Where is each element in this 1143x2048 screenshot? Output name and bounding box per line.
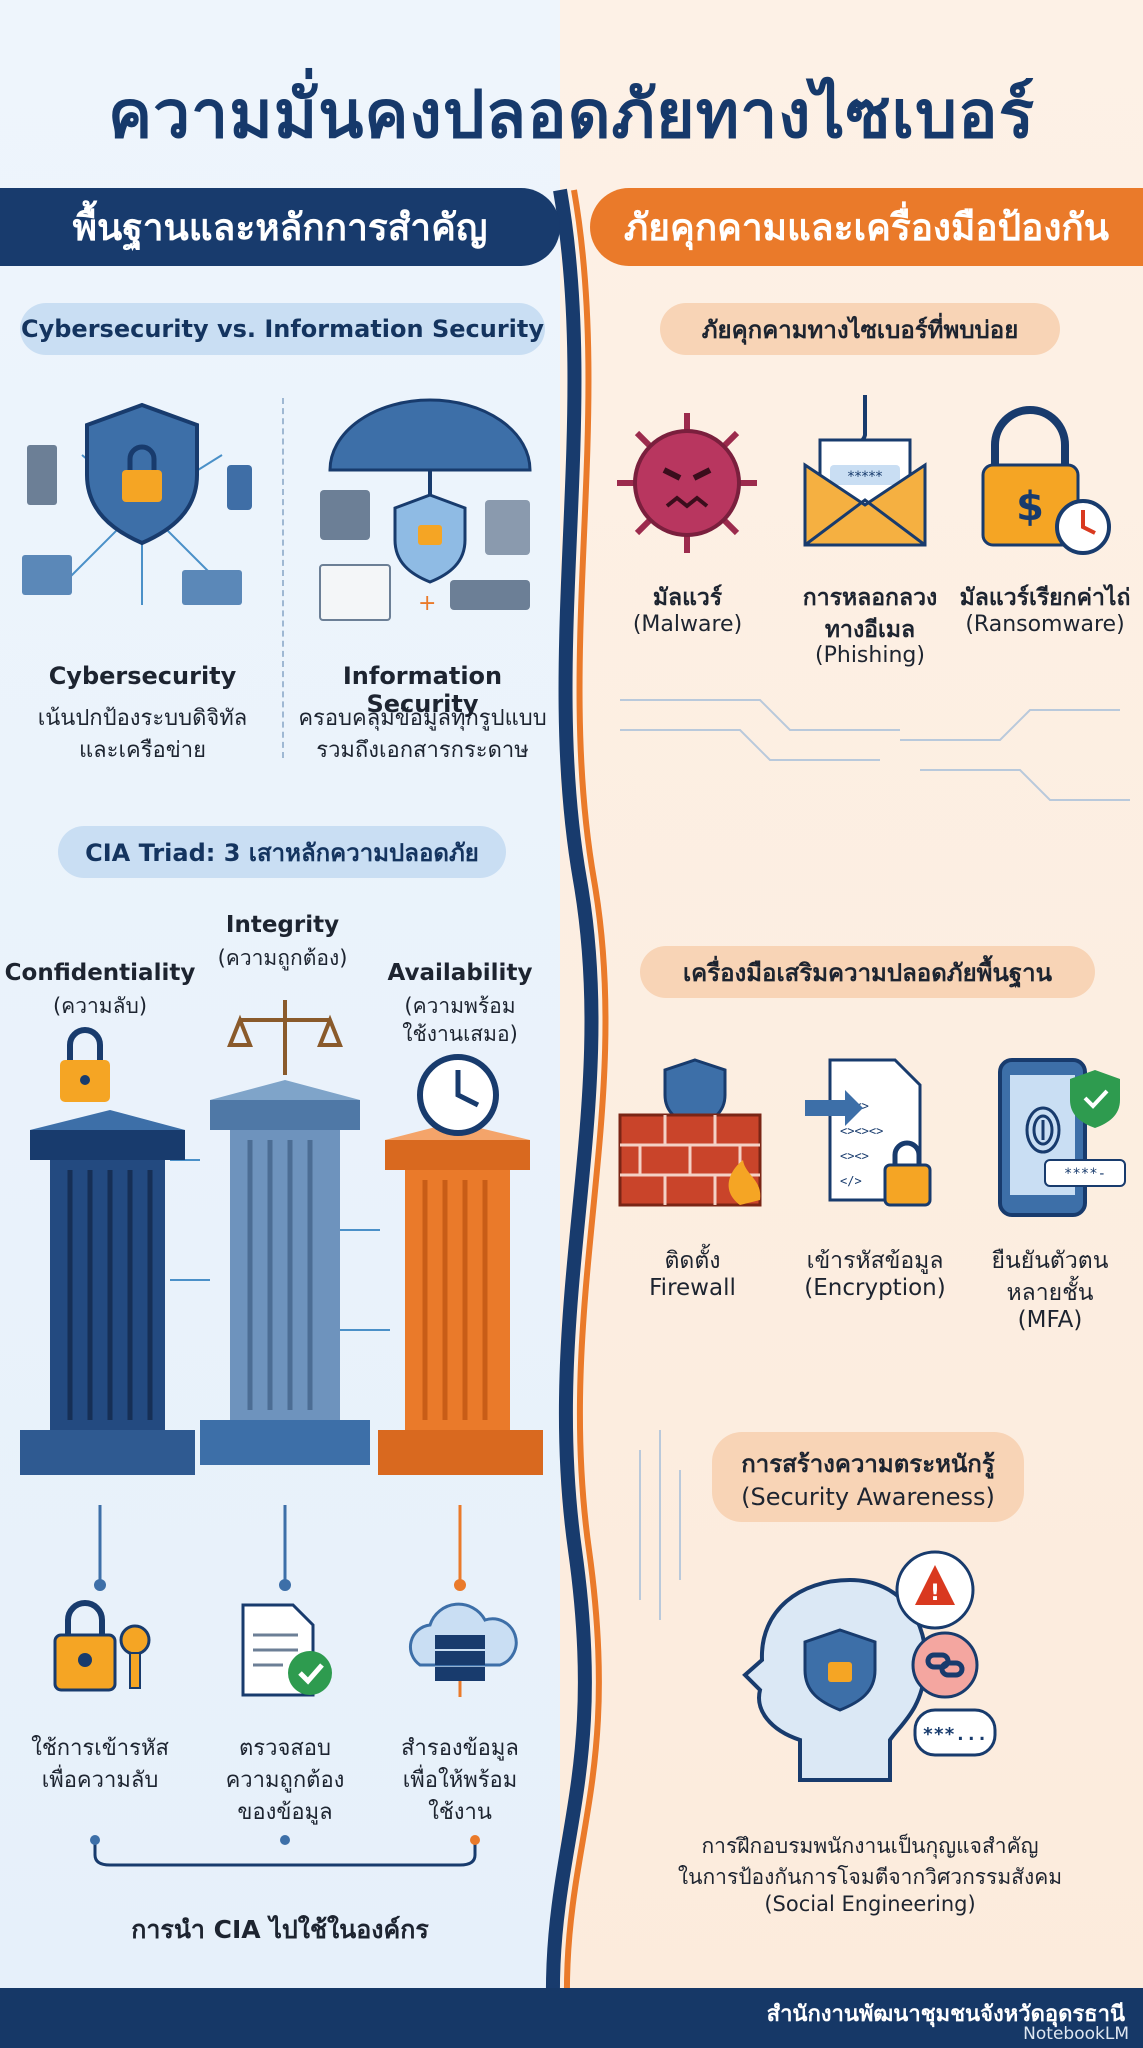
apply-1-line1: ใช้การเข้ารหัส: [31, 1736, 169, 1761]
svg-text:<><><>: <><><>: [840, 1124, 883, 1138]
page-title: ความมั่นคงปลอดภัยทางไซเบอร์: [107, 76, 1036, 153]
integrity-label: Integrity: [225, 912, 340, 938]
awareness-head-icon: ! ***...: [742, 1550, 997, 1782]
apply-bracket: [90, 1835, 480, 1867]
apply-3-line1: สำรองข้อมูล: [401, 1736, 519, 1761]
compare-pill: Cybersecurity vs. Information Security: [20, 303, 545, 355]
firewall-icon: [618, 1058, 762, 1207]
cyber-title: Cybersecurity: [48, 662, 237, 690]
svg-text:****-: ****-: [1064, 1166, 1106, 1182]
lock-key-icon: [53, 1600, 151, 1692]
footer-bar: [0, 1988, 1143, 2048]
confidentiality-sub: (ความลับ): [52, 994, 148, 1018]
availability-label: Availability: [387, 960, 533, 986]
tool-3-line3: (MFA): [1017, 1307, 1083, 1333]
awareness-desc-1: การฝึกอบรมพนักงานเป็นกุญแจสำคัญ: [701, 1834, 1039, 1858]
umbrella-shield-icon: +: [319, 398, 532, 621]
tool-1-line1: ติดตั้ง: [664, 1248, 721, 1274]
tools-pill: เครื่องมือเสริมความปลอดภัยพื้นฐาน: [640, 946, 1095, 998]
svg-text:$: $: [1016, 484, 1044, 530]
availability-pillar: [378, 1054, 543, 1475]
threat-3-th: มัลแวร์เรียกค่าไถ่: [959, 585, 1131, 611]
document-check-icon: [241, 1603, 332, 1697]
availability-sub-2: ใช้งานเสมอ): [402, 1022, 518, 1046]
cyber-desc-1: เน้นปกป้องระบบดิจิทัล: [37, 706, 248, 731]
network-shield-icon: [22, 402, 252, 605]
right-section-header: ภัยคุกคามและเครื่องมือป้องกัน: [590, 188, 1143, 266]
infosec-desc-1: ครอบคลุมข้อมูลทุกรูปแบบ: [298, 706, 547, 731]
malware-virus-icon: [617, 413, 757, 553]
threat-2-th: การหลอกลวง: [802, 585, 938, 611]
apply-2-line3: ของข้อมูล: [237, 1800, 333, 1825]
infosec-title: Information Security: [342, 662, 503, 718]
cia-pillars-illustration: [20, 1000, 543, 1475]
awareness-desc-3: (Social Engineering): [764, 1892, 976, 1916]
awareness-password-mask: ***...: [922, 1724, 987, 1745]
apply-2-line2: ความถูกต้อง: [225, 1768, 345, 1793]
confidentiality-label: Confidentiality: [4, 960, 196, 986]
apply-3-line2: เพื่อให้พร้อม: [402, 1768, 518, 1793]
footer-org: สำนักงานพัฒนาชุมชนจังหวัดอุดรธานี: [766, 2002, 1125, 2027]
left-section-header: พื้นฐานและหลักการสำคัญ: [0, 188, 560, 266]
cloud-backup-icon: [409, 1602, 518, 1697]
svg-text:+: +: [418, 591, 436, 616]
mfa-phone-icon: ****-: [998, 1058, 1126, 1217]
svg-text:!: !: [930, 1581, 940, 1606]
threat-2-th2: ทางอีเมล: [824, 617, 916, 643]
integrity-sub: (ความถูกต้อง): [217, 946, 348, 970]
threat-1-th: มัลแวร์: [652, 585, 723, 611]
apply-1-line2: เพื่อความลับ: [41, 1768, 159, 1793]
availability-sub-1: (ความพร้อม: [404, 994, 516, 1018]
tool-3-line1: ยืนยันตัวตน: [991, 1248, 1109, 1274]
cia-connectors: [94, 1505, 466, 1591]
apply-3-line3: ใช้งาน: [428, 1800, 492, 1825]
ransomware-lock-icon: $: [981, 406, 1111, 555]
threat-2-en: (Phishing): [815, 643, 925, 668]
svg-text:</>: </>: [840, 1174, 862, 1188]
tool-3-line2: หลายชั้น: [1006, 1280, 1094, 1306]
svg-text:<><>: <><>: [840, 1149, 869, 1163]
infosec-desc-2: รวมถึงเอกสารกระดาษ: [316, 738, 529, 763]
brand-label: NotebookLM: [1023, 2024, 1129, 2044]
apply-label: การนำ CIA ไปใช้ในองค์กร: [131, 1915, 429, 1944]
threat-3-en: (Ransomware): [965, 612, 1125, 637]
encryption-document-icon: <><><><><><><></>: [805, 1058, 932, 1207]
awareness-title: การสร้างความตระหนักรู้: [741, 1449, 995, 1478]
phishing-password-mask: *****: [848, 469, 883, 485]
integrity-pillar: [200, 1000, 370, 1465]
tool-1-line2: Firewall: [649, 1275, 736, 1301]
cyber-desc-2: และเครือข่าย: [78, 738, 207, 763]
awareness-desc-2: ในการป้องกันการโจมตีจากวิศวกรรมสังคม: [677, 1865, 1063, 1889]
apply-2-line1: ตรวจสอบ: [239, 1736, 331, 1761]
awareness-pill: การสร้างความตระหนักรู้ (Security Awarene…: [712, 1432, 1024, 1522]
tool-2-line1: เข้ารหัสข้อมูล: [806, 1248, 944, 1274]
cia-pill: CIA Triad: 3 เสาหลักความปลอดภัย: [58, 826, 506, 878]
threats-pill: ภัยคุกคามทางไซเบอร์ที่พบบ่อย: [660, 303, 1060, 355]
confidentiality-pillar: [20, 1027, 195, 1475]
phishing-email-icon: *****: [803, 395, 927, 547]
threat-1-en: (Malware): [632, 612, 743, 637]
awareness-subtitle: (Security Awareness): [741, 1482, 995, 1511]
tool-2-line2: (Encryption): [804, 1275, 946, 1301]
compare-divider: [282, 398, 284, 758]
